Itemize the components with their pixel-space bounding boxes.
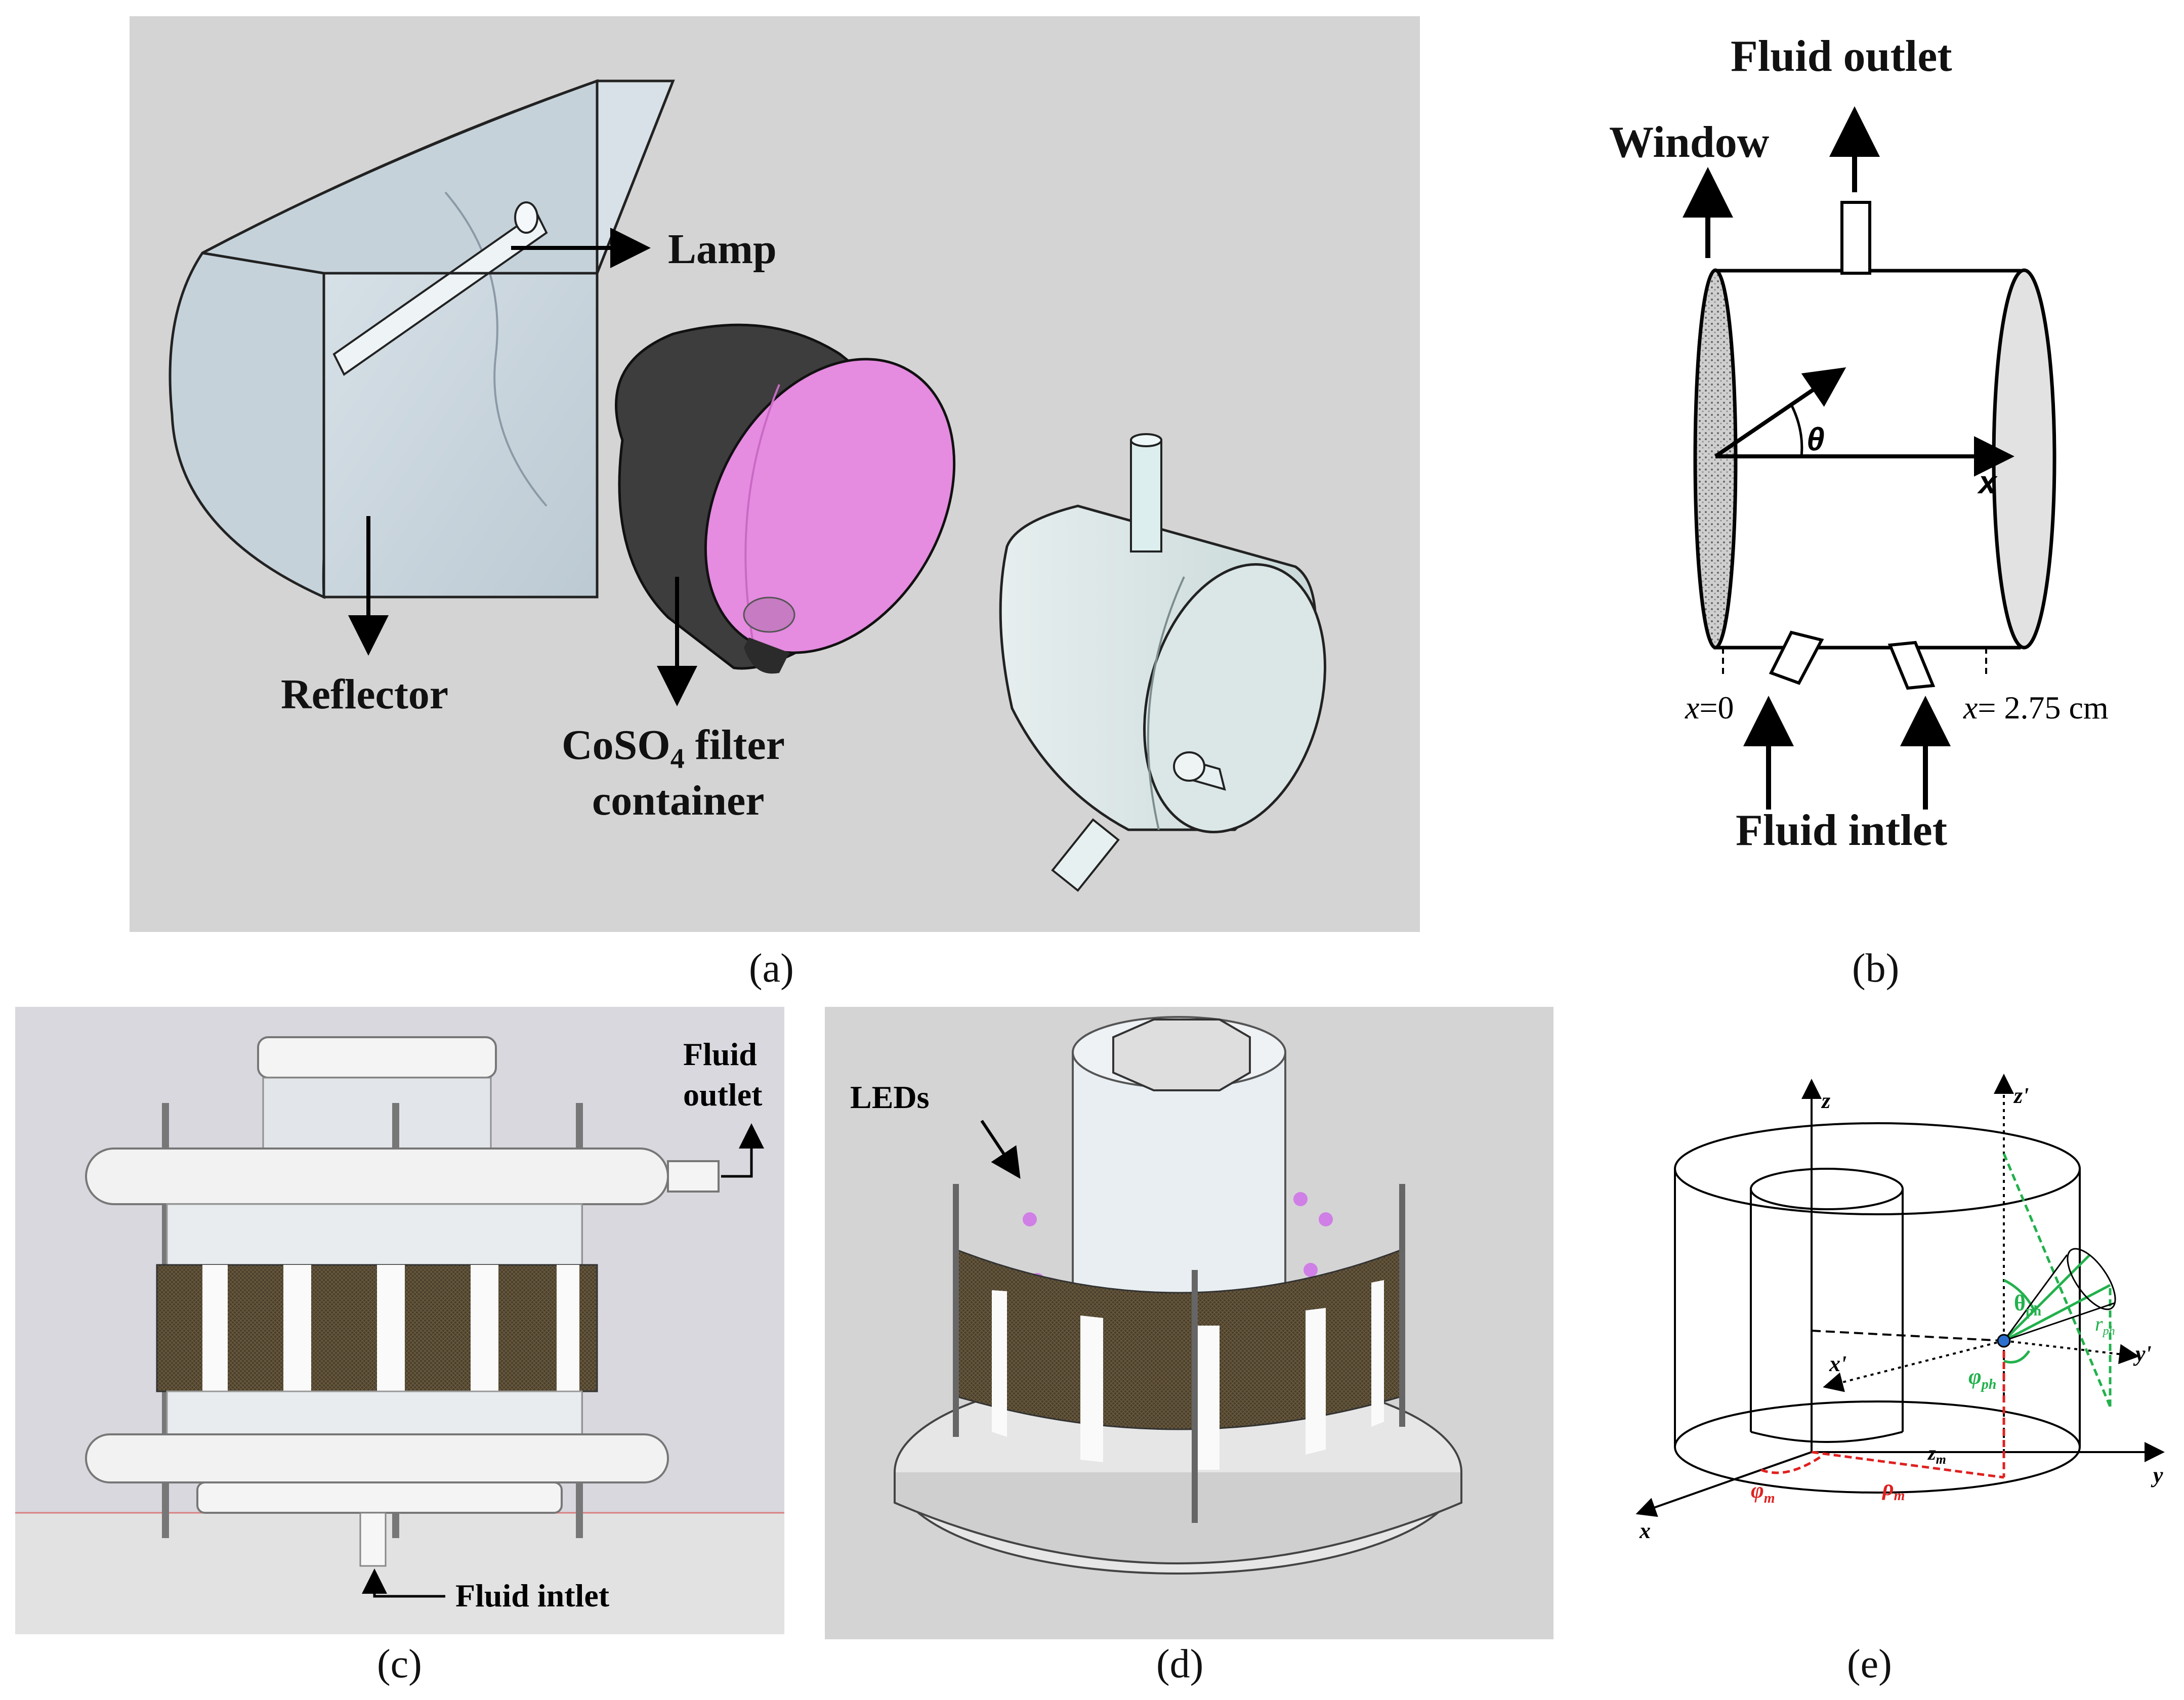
x-prime-axis <box>1823 1340 2004 1392</box>
reactor-inlet-tube <box>1051 818 1120 892</box>
leds-label: LEDs <box>850 1079 930 1115</box>
fluid-inlet-label: Fluid intlet <box>455 1578 610 1613</box>
panel-e-drawing: z y x z' y' x' θph φph rph zm φm ρm (e) <box>1635 1074 2165 1686</box>
caption-c: (c) <box>377 1642 422 1686</box>
y-prime-label: y' <box>2133 1341 2152 1366</box>
x-axis <box>1635 1451 1812 1517</box>
leds-arrow <box>980 1120 1021 1179</box>
panel-b: Fluid outlet Window θ x x=0 x= 2.75 cm F… <box>1467 0 2184 1007</box>
xend-label: x= 2.75 cm <box>1963 690 2109 726</box>
outer-cylinder <box>1674 1122 2081 1494</box>
panel-c-drawing: Fluid outlet Fluid intlet (c) <box>15 1007 784 1686</box>
caption-a: (a) <box>749 946 794 991</box>
caption-e: (e) <box>1847 1642 1892 1686</box>
panel-d-drawing: LEDs (d) <box>825 1007 1553 1686</box>
reactor-cylinder <box>999 433 1326 892</box>
caption-d: (d) <box>1156 1642 1203 1686</box>
reflector-label: Reflector <box>281 671 448 718</box>
panel-b-drawing: Fluid outlet Window θ x x=0 x= 2.75 cm F… <box>1609 32 2109 991</box>
x-prime-label: x' <box>1829 1351 1846 1376</box>
led-band <box>156 1264 598 1392</box>
x-label: x <box>1639 1518 1651 1543</box>
inner-cylinder <box>1750 1168 1904 1443</box>
fluid-outlet-label: Fluid outlet <box>1731 32 1952 81</box>
theta-ph-label: θph <box>2014 1291 2042 1319</box>
cone-outline <box>2003 1248 2116 1342</box>
top-cap <box>257 1036 497 1079</box>
panel-a-drawing: Lamp Reflector CoSO4 filter container (a… <box>130 16 1420 991</box>
x-axis-label: x <box>1977 464 1998 500</box>
cylinder-body <box>1693 201 2056 690</box>
upper-flange <box>85 1148 669 1205</box>
theta-label: θ <box>1807 421 1825 457</box>
photon-cone <box>2002 1153 2112 1407</box>
y-label: y <box>2151 1463 2163 1488</box>
panel-a: Lamp Reflector CoSO4 filter container (a… <box>0 0 1467 1007</box>
y-prime-axis <box>2003 1340 2139 1365</box>
panel-e: z y x z' y' x' θph φph rph zm φm ρm (e) <box>1584 1007 2184 1700</box>
phi-ph-label: φph <box>1968 1364 1996 1392</box>
filter-label-line1: CoSO4 filter <box>562 721 785 775</box>
fluid-outlet-port <box>667 1160 720 1193</box>
z-m-label: zm <box>1927 1441 1946 1467</box>
fluid-outlet-label-2: outlet <box>683 1077 763 1113</box>
panel-c: Fluid outlet Fluid intlet (c) <box>0 1007 800 1700</box>
reactor-outlet-tube <box>1130 439 1162 552</box>
z-prime-label: z' <box>2013 1083 2029 1108</box>
fluid-inlet-arrow <box>362 1568 445 1598</box>
lamp-label: Lamp <box>668 226 777 273</box>
r-ph-label: rph <box>2095 1312 2115 1338</box>
outlet-tube <box>1840 201 1871 275</box>
emission-point <box>1997 1334 2011 1348</box>
reflector <box>169 79 675 599</box>
theta-direction-arrow <box>1714 367 1846 458</box>
x0-label: x=0 <box>1685 690 1734 726</box>
hexagonal-lamp <box>1112 1018 1251 1091</box>
theta-arc <box>1790 404 1803 457</box>
coso4-filter-container <box>615 323 956 674</box>
z-label: z <box>1821 1088 1830 1113</box>
lower-flange <box>85 1433 669 1483</box>
inlet-tube-2 <box>1887 641 1936 690</box>
rho-m-label: ρm <box>1881 1475 1905 1504</box>
window-disc <box>1693 268 1738 650</box>
panel-d: LEDs (d) <box>800 1007 1584 1700</box>
position-projection <box>1760 1351 2005 1479</box>
phi-m-label: φm <box>1751 1478 1775 1506</box>
lamp-tube <box>332 211 548 376</box>
fluid-outlet-arrow <box>721 1123 764 1178</box>
inlet-tube-1 <box>1769 630 1824 685</box>
fluid-outlet-label-1: Fluid <box>683 1036 757 1072</box>
fluid-inlet-label: Fluid intlet <box>1736 806 1947 855</box>
caption-b: (b) <box>1852 946 1899 991</box>
filter-label-line2: container <box>592 777 765 824</box>
fluid-inlet-port <box>359 1512 387 1567</box>
window-label: Window <box>1609 118 1770 167</box>
led-band <box>955 1248 1403 1470</box>
